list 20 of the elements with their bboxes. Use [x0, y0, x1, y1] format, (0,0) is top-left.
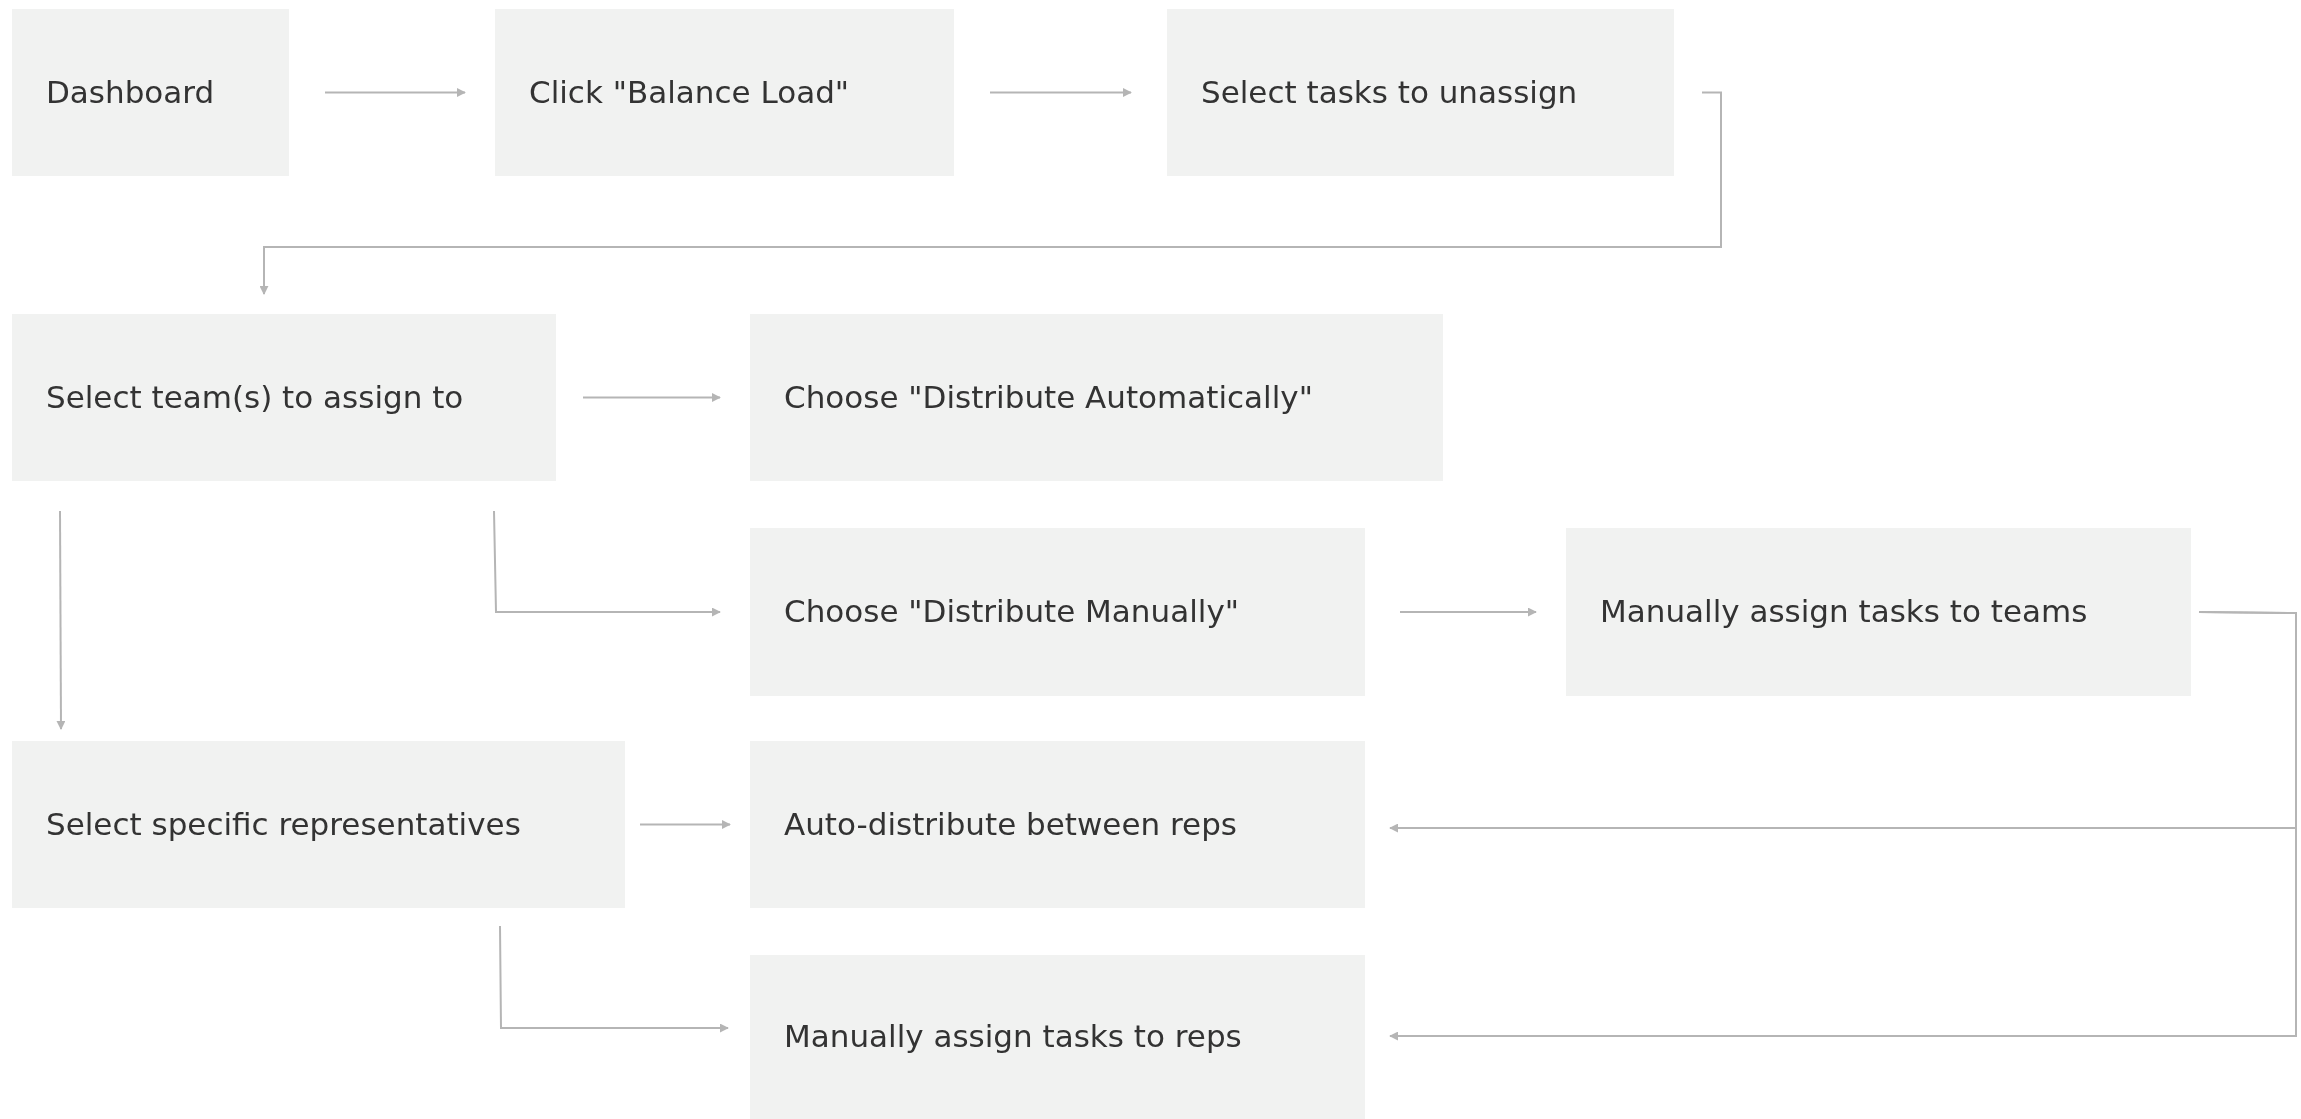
box-label: Dashboard: [46, 73, 215, 112]
box-label: Select specific representatives: [46, 805, 521, 844]
arrow: [499, 925, 729, 1033]
arrow: [1389, 611, 2297, 1041]
box-label: Select tasks to unassign: [1201, 73, 1578, 112]
arrow: [324, 88, 466, 97]
box-label: Choose "Distribute Manually": [784, 593, 1239, 631]
box-label: Auto-distribute between reps: [784, 805, 1237, 844]
arrow: [56, 510, 66, 730]
arrow: [1399, 607, 1537, 617]
arrow: [493, 510, 721, 617]
box-label: Manually assign tasks to reps: [784, 1018, 1242, 1056]
box-label: Manually assign tasks to teams: [1600, 593, 2088, 631]
box-label: Choose "Distribute Automatically": [784, 378, 1313, 417]
arrow: [259, 91, 1722, 295]
arrow: [989, 88, 1132, 97]
box-label: Select team(s) to assign to: [46, 378, 464, 417]
box-label: Click "Balance Load": [529, 73, 850, 112]
arrow: [639, 820, 731, 829]
arrow: [582, 393, 721, 402]
